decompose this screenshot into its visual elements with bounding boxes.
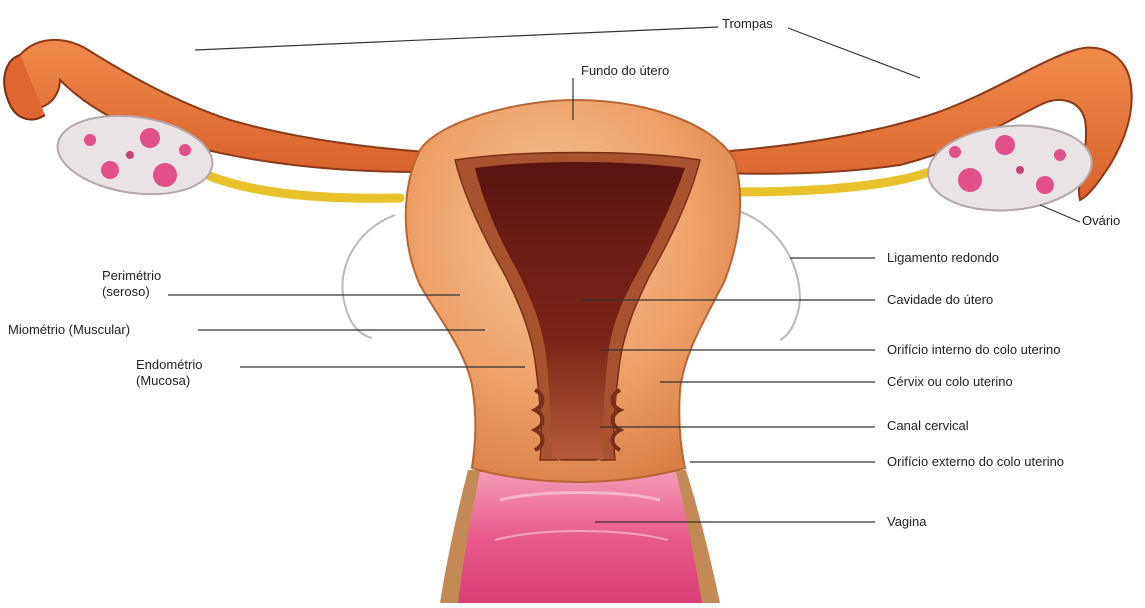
label-endometrio-mucosa: (Mucosa) (136, 373, 190, 388)
label-perimetrio-seroso: (seroso) (102, 284, 150, 299)
label-perimetrio: Perimétrio (102, 268, 161, 283)
label-endometrio: Endométrio (136, 357, 202, 372)
ovarian-ligament-left (200, 172, 400, 198)
label-orificio-interno: Orifício interno do colo uterino (887, 342, 1060, 357)
broad-ligament-left (342, 215, 395, 338)
vagina-shape (440, 470, 720, 603)
label-ligamento-redondo: Ligamento redondo (887, 250, 999, 265)
leader-ovario (1040, 205, 1080, 222)
label-ovario: Ovário (1082, 213, 1120, 228)
leader-trompas-left (195, 27, 718, 50)
leader-trompas-right (788, 28, 920, 78)
broad-ligament-right (735, 210, 800, 340)
label-orificio-externo: Orifício externo do colo uterino (887, 454, 1064, 469)
label-vagina: Vagina (887, 514, 927, 529)
label-cavidade-do-utero: Cavidade do útero (887, 292, 993, 307)
label-cervix: Cérvix ou colo uterino (887, 374, 1013, 389)
label-trompas: Trompas (722, 16, 773, 31)
label-fundo-do-utero: Fundo do útero (581, 63, 669, 78)
label-canal-cervical: Canal cervical (887, 418, 969, 433)
label-miometrio: Miométrio (Muscular) (8, 322, 130, 337)
